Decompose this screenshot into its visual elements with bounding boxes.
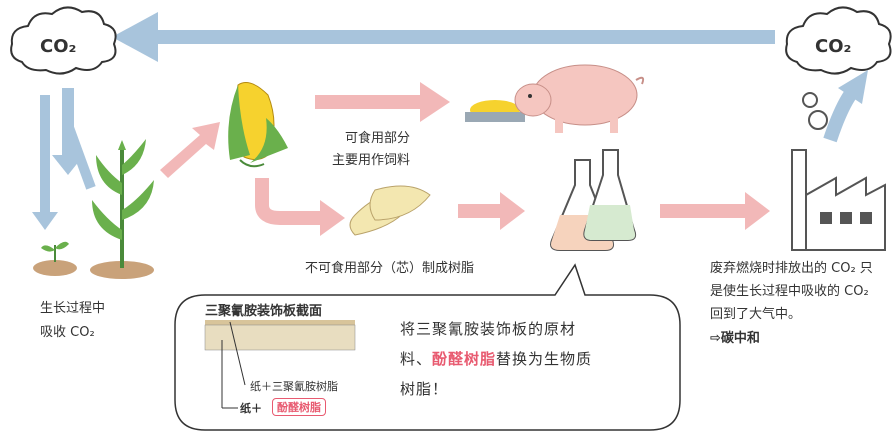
right-co2-cloud bbox=[785, 6, 892, 75]
growth-label-line1: 生长过程中 bbox=[40, 301, 106, 316]
bubble-line3: 树脂！ bbox=[400, 380, 449, 398]
left-cloud-label: CO₂ bbox=[40, 36, 77, 57]
bubble-line2-highlight: 酚醛树脂 bbox=[432, 350, 497, 368]
burn-label-line2: 是使生长过程中吸收的 CO₂ bbox=[710, 284, 869, 299]
carbon-neutral-label: ⇨碳中和 bbox=[710, 331, 760, 346]
bubble-line2: 料、酚醛树脂替换为生物质 bbox=[400, 344, 592, 374]
blue-absorb-arrows bbox=[32, 88, 96, 230]
bubble-line2-b: 替换为生物质 bbox=[496, 350, 593, 368]
pink-arrow-to-factory bbox=[660, 192, 770, 230]
burn-label-line3: 回到了大气中。 bbox=[710, 307, 802, 322]
flask-icons bbox=[550, 149, 637, 251]
edible-label-line1: 可食用部分 bbox=[345, 131, 411, 146]
corn-core-icon bbox=[349, 185, 431, 236]
right-cloud-label: CO₂ bbox=[815, 36, 852, 57]
section-title: 三聚氰胺装饰板截面 bbox=[205, 304, 323, 319]
burn-label-line1: 废弃燃烧时排放出的 CO₂ 只 bbox=[710, 261, 873, 276]
bubble-line2-a: 料、 bbox=[400, 350, 433, 368]
factory-icon bbox=[791, 92, 886, 251]
sprout-icon bbox=[33, 241, 77, 276]
feed-tray-icon bbox=[465, 100, 525, 122]
left-co2-cloud bbox=[10, 6, 117, 75]
speech-bubble bbox=[174, 263, 681, 431]
edible-label-line2: 主要用作饲料 bbox=[332, 153, 411, 168]
pink-arrow-to-feed bbox=[315, 82, 450, 122]
pink-arrow-to-corn bbox=[160, 122, 220, 178]
layer2-tag: 酚醛树脂 bbox=[272, 398, 326, 416]
corn-cob-icon bbox=[228, 82, 288, 168]
cross-section bbox=[204, 320, 356, 409]
growth-label-line2: 吸收 CO₂ bbox=[40, 325, 95, 340]
layer2-prefix: 纸＋ bbox=[240, 402, 262, 415]
top-blue-arrow bbox=[112, 12, 775, 62]
pink-arrow-to-cobs bbox=[255, 178, 325, 225]
blue-emit-arrow bbox=[823, 70, 868, 143]
inedible-label: 不可食用部分（芯）制成树脂 bbox=[305, 261, 475, 276]
corn-plant-icon bbox=[90, 139, 154, 279]
layer1-label: 纸＋三聚氰胺树脂 bbox=[250, 380, 338, 393]
bubble-line1: 将三聚氰胺装饰板的原材 bbox=[400, 320, 577, 338]
pink-arrow-to-flasks bbox=[458, 192, 525, 230]
pig-icon bbox=[514, 64, 645, 133]
